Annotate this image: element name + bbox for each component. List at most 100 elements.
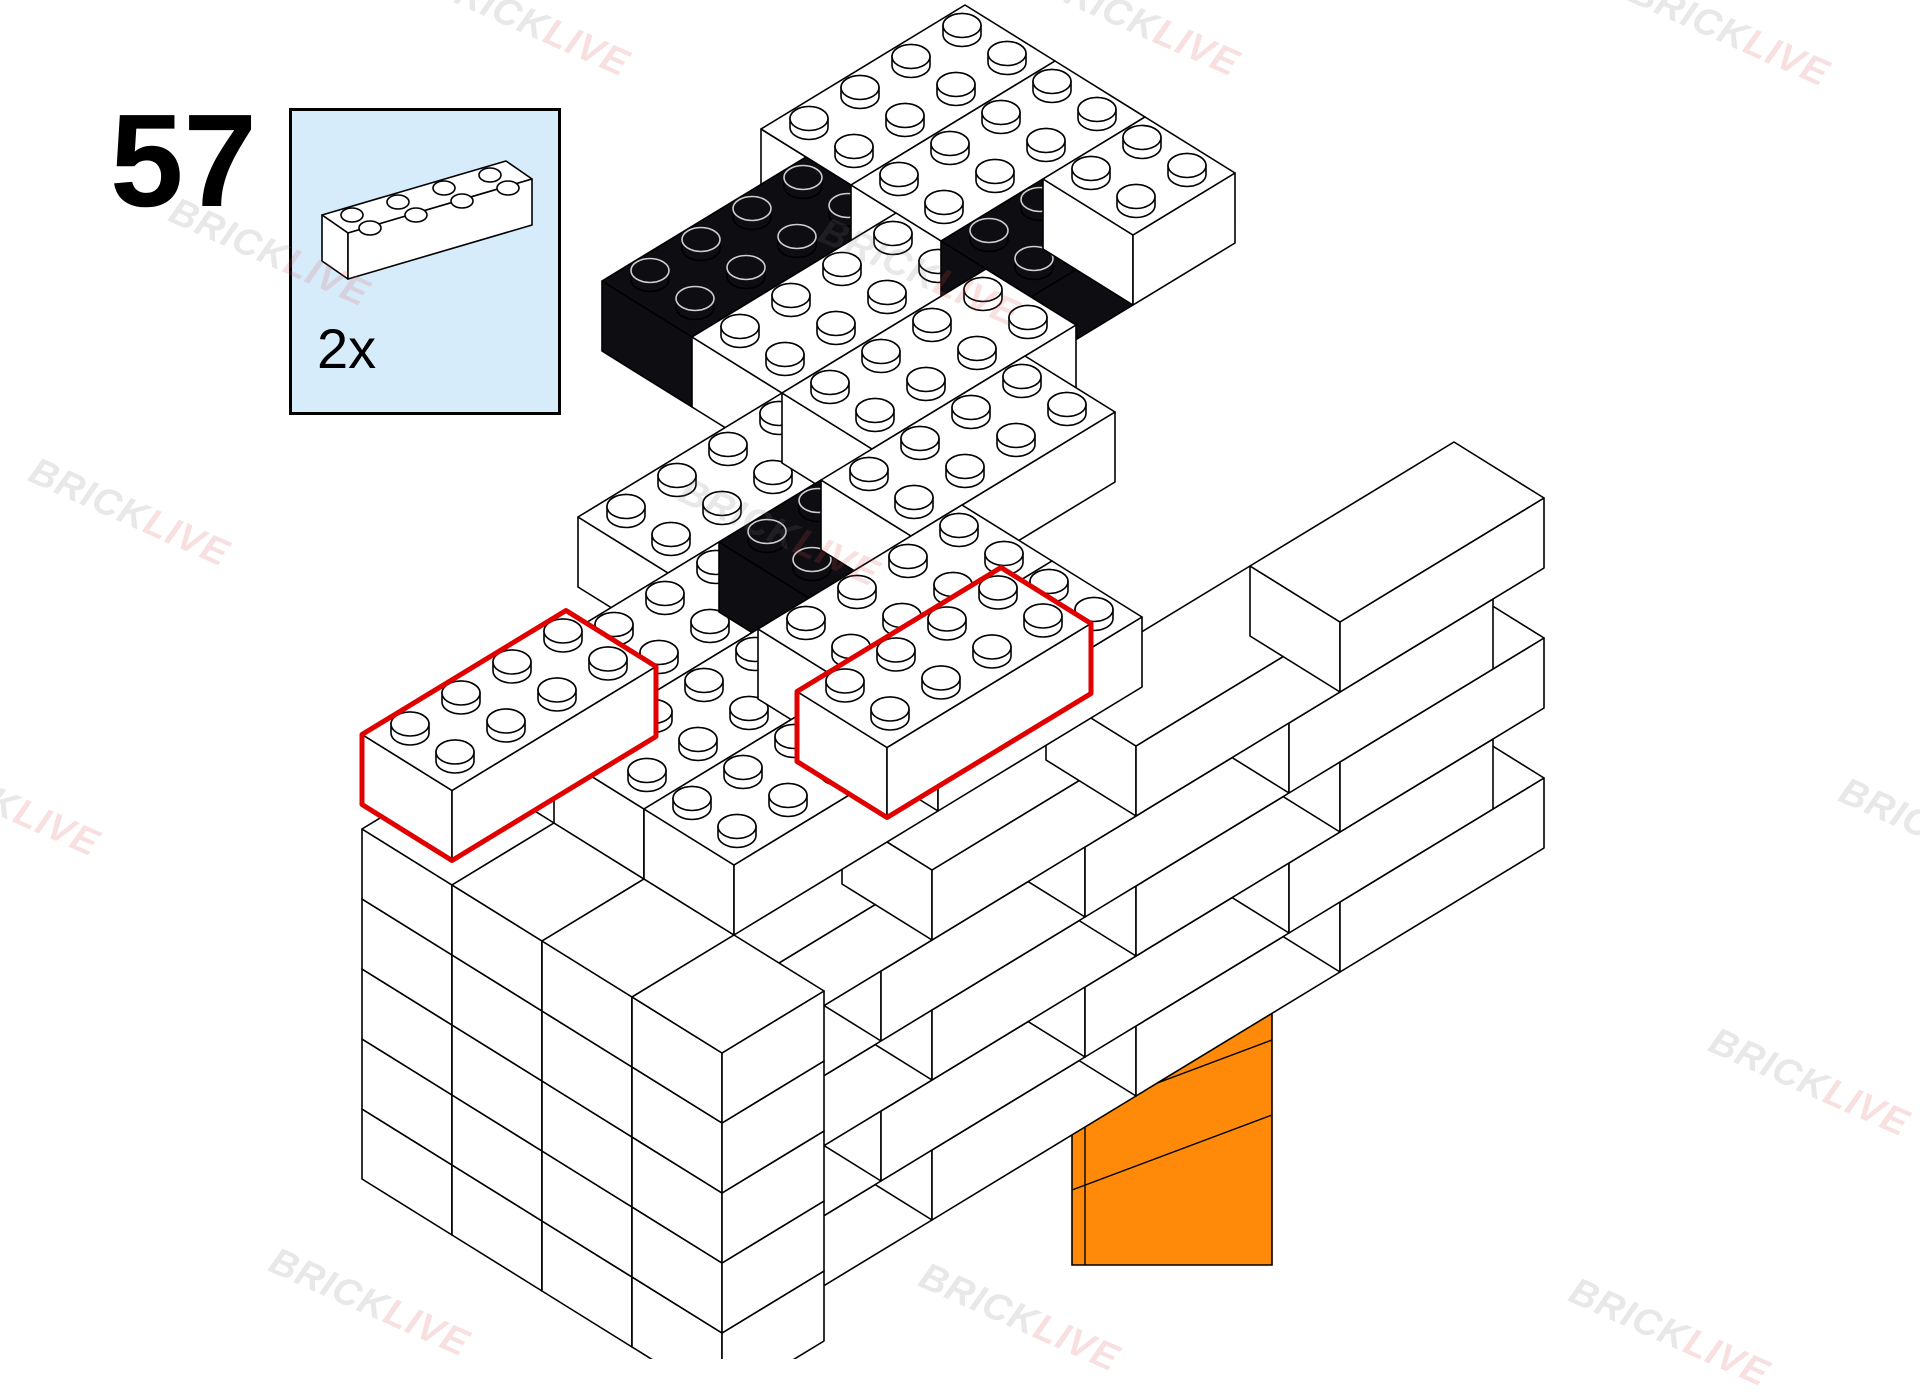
stud	[834, 133, 874, 169]
brick-2x4-icon	[321, 160, 533, 280]
stud	[849, 456, 889, 492]
stud	[1008, 304, 1048, 340]
stud	[987, 40, 1027, 76]
stud	[972, 634, 1012, 669]
stud	[681, 226, 721, 262]
stud	[921, 665, 961, 700]
stud	[1071, 155, 1111, 191]
stud	[486, 708, 526, 743]
stud	[732, 195, 772, 231]
stud	[837, 574, 877, 610]
stud	[825, 668, 865, 703]
stud	[690, 608, 730, 644]
stud	[861, 338, 901, 374]
stud	[630, 257, 670, 293]
stud	[936, 71, 976, 107]
stud	[822, 251, 862, 287]
stud	[1026, 127, 1066, 163]
stud	[771, 282, 811, 318]
stud	[729, 695, 769, 731]
brick	[1249, 441, 1545, 693]
part-quantity: 2x	[317, 317, 377, 380]
stud	[678, 726, 718, 762]
stud	[945, 453, 985, 489]
stud	[765, 341, 805, 377]
new-brick-2x4	[359, 608, 659, 863]
stud	[906, 366, 946, 402]
stud	[951, 394, 991, 430]
step-number: 57	[110, 87, 257, 234]
stud	[981, 99, 1021, 135]
stud	[885, 102, 925, 138]
stud	[588, 646, 628, 681]
stud	[786, 605, 826, 641]
stud	[789, 105, 829, 141]
stud	[957, 335, 997, 371]
stud	[891, 43, 931, 79]
stud	[1014, 245, 1054, 281]
stud	[684, 667, 724, 703]
stud	[873, 220, 913, 256]
stud	[492, 649, 532, 684]
new-brick-2x4	[794, 565, 1094, 820]
stud	[912, 307, 952, 343]
stud	[1032, 68, 1072, 104]
stud	[792, 546, 832, 582]
stud	[894, 484, 934, 520]
stud	[939, 512, 979, 548]
stud	[594, 611, 634, 647]
stud	[783, 164, 823, 200]
stud	[876, 637, 916, 672]
parts-callout: 2x	[289, 108, 561, 415]
stud	[753, 459, 793, 495]
stud	[942, 12, 982, 48]
stud	[963, 276, 1003, 312]
stud	[777, 223, 817, 259]
stud	[435, 739, 475, 774]
stud	[840, 74, 880, 110]
stud	[975, 158, 1015, 194]
stud	[708, 431, 748, 467]
stud	[810, 369, 850, 405]
stud	[675, 285, 715, 321]
stud	[978, 575, 1018, 610]
stud	[537, 677, 577, 712]
stud	[1077, 96, 1117, 132]
stud	[627, 757, 667, 793]
stud	[606, 493, 646, 529]
stud	[645, 580, 685, 616]
stud	[855, 397, 895, 433]
stud	[1116, 183, 1156, 219]
stud	[543, 618, 583, 653]
stud	[879, 161, 919, 197]
stud	[702, 490, 742, 526]
build-scene	[359, 4, 1545, 1359]
stud	[1122, 124, 1162, 160]
brick	[631, 934, 825, 1124]
stud	[1167, 152, 1207, 188]
stud	[816, 310, 856, 346]
brick	[1042, 116, 1236, 306]
stud	[1047, 391, 1087, 427]
stud	[969, 217, 1009, 253]
stud	[768, 782, 808, 818]
stud	[924, 189, 964, 225]
stud	[867, 279, 907, 315]
stud	[726, 254, 766, 290]
stud	[717, 813, 757, 849]
stud	[927, 606, 967, 641]
stud	[1002, 363, 1042, 399]
stud	[723, 754, 763, 790]
stud	[657, 462, 697, 498]
stud	[720, 313, 760, 349]
stud	[1023, 603, 1063, 638]
stud	[747, 518, 787, 554]
stud	[651, 521, 691, 557]
stud	[390, 711, 430, 746]
stud	[870, 696, 910, 731]
stud	[888, 543, 928, 579]
stud	[441, 680, 481, 715]
stud	[900, 425, 940, 461]
stud	[996, 422, 1036, 458]
stud	[672, 785, 712, 821]
